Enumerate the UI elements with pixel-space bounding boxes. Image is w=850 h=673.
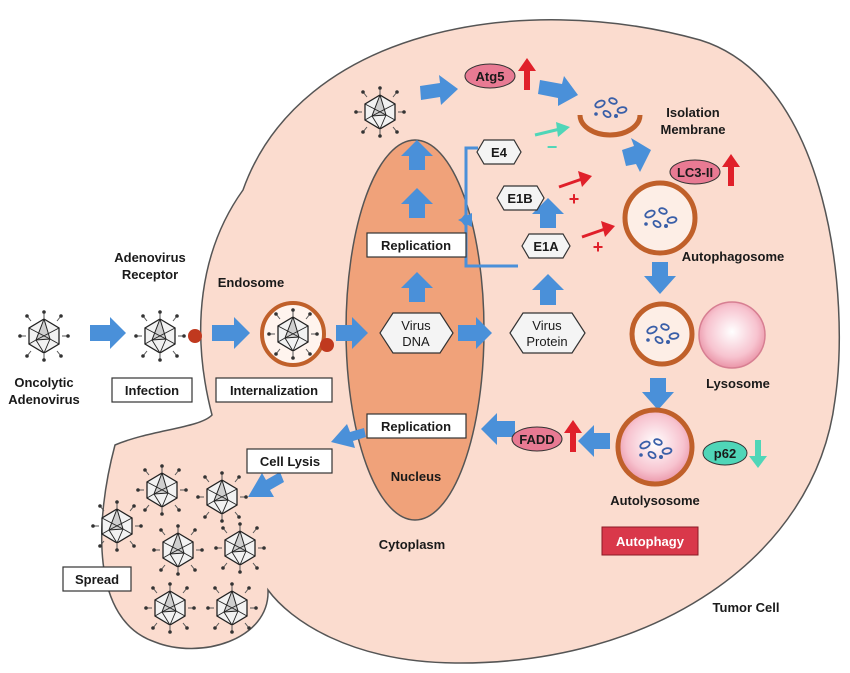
replication-top-label: Replication: [381, 238, 451, 253]
arrow-replication-up: [401, 188, 433, 218]
nucleus-label: Nucleus: [391, 469, 442, 484]
spread-label: Spread: [75, 572, 119, 587]
fadd-badge: [511, 426, 563, 452]
bracket-arrowhead: [458, 213, 472, 227]
arrow-atg5-to-membrane: [538, 76, 578, 106]
lysosome-label: Lysosome: [706, 376, 770, 391]
receptor-label-2: Receptor: [122, 267, 178, 282]
isolation-label-1: Isolation: [666, 105, 720, 120]
isolation-membrane: [577, 114, 643, 138]
infection-box: [111, 377, 193, 403]
atg5-label: Atg5: [476, 69, 505, 84]
virion-icon-infection: [133, 309, 187, 363]
replication-bottom-label: Replication: [381, 419, 451, 434]
fadd-label: FADD: [519, 432, 554, 447]
spread-box: [62, 566, 132, 592]
e4-node: [476, 139, 522, 165]
autophagosome-label: Autophagosome: [682, 249, 785, 264]
isolation-label-2: Membrane: [660, 122, 725, 137]
virus-protein-label-2: Protein: [526, 334, 567, 349]
internalization-label: Internalization: [230, 383, 318, 398]
receptor-dot: [188, 329, 202, 343]
autolysosome: [615, 407, 695, 487]
fadd-up-arrow: [564, 420, 582, 452]
e1a-node: [521, 233, 571, 259]
endosome-receptor-dot: [320, 338, 334, 352]
virus-dna-label-1: Virus: [401, 318, 431, 333]
flow-arrows: [90, 75, 676, 497]
p62-down-arrow: [749, 440, 767, 468]
e1b-label: E1B: [507, 191, 532, 206]
arrow-lysosome-down: [642, 378, 674, 410]
autophagosome: [622, 180, 698, 256]
regulation-marks: [534, 122, 615, 239]
arrow-to-atg5: [420, 75, 458, 105]
endosome-label: Endosome: [218, 275, 284, 290]
oncolytic-label-2: Adenovirus: [8, 392, 80, 407]
lc3-label: LC3-II: [677, 165, 713, 180]
autophagy-label: Autophagy: [616, 534, 685, 549]
arrow-membrane-down: [622, 138, 651, 172]
arrow-to-replication: [481, 413, 515, 445]
autophagy-badge: [601, 526, 699, 556]
arrow-dna-up: [401, 272, 433, 302]
lc3-up-arrow: [722, 154, 740, 186]
virus-protein-node: [509, 312, 586, 354]
arrow-to-lysis: [331, 424, 366, 448]
arrow-to-spread: [248, 472, 284, 497]
minus-sign: −: [547, 137, 558, 157]
e4-label: E4: [491, 145, 508, 160]
arrow-to-nucleus: [336, 317, 368, 349]
tumor-cell-label: Tumor Cell: [713, 600, 780, 615]
p62-label: p62: [714, 446, 736, 461]
arrow-to-virion: [401, 140, 433, 170]
atg5-badge: [464, 63, 516, 89]
e1b-node: [496, 185, 545, 211]
arrow-autophagosome-down: [644, 262, 676, 294]
virus-dna-node: [379, 312, 454, 354]
text-labels: Oncolytic Adenovirus Adenovirus Receptor…: [8, 69, 784, 615]
oncolytic-label-1: Oncolytic: [14, 375, 73, 390]
arrow-protein-up: [532, 274, 564, 305]
autolysosome-label: Autolysosome: [610, 493, 700, 508]
replication-bottom-box: [366, 413, 467, 439]
arrow-e1a-up: [532, 198, 564, 228]
arrow-to-fadd: [578, 425, 610, 457]
e1a-label: E1A: [533, 239, 559, 254]
plus-sign-e1a: +: [593, 237, 604, 257]
arrow-to-protein: [458, 317, 492, 349]
infection-label: Infection: [125, 383, 179, 398]
lysosome: [698, 301, 766, 369]
virion-icon-oncolytic: [17, 309, 71, 363]
plus-sign-e1b: +: [569, 189, 580, 209]
lc3-badge: [669, 159, 721, 185]
replication-top-box: [366, 232, 467, 258]
p62-badge: [702, 440, 748, 466]
receptor-label-1: Adenovirus: [114, 250, 186, 265]
virus-protein-label-1: Virus: [532, 318, 562, 333]
cell-lysis-box: [246, 448, 333, 474]
cell-lysis-label: Cell Lysis: [260, 454, 320, 469]
cytoplasm-label: Cytoplasm: [379, 537, 445, 552]
arrow-internalization: [212, 317, 250, 349]
atg5-up-arrow: [518, 58, 536, 90]
arrow-infection: [90, 317, 126, 349]
internalization-box: [215, 377, 333, 403]
virus-dna-label-2: DNA: [402, 334, 430, 349]
autophagosome-docking: [629, 301, 695, 367]
